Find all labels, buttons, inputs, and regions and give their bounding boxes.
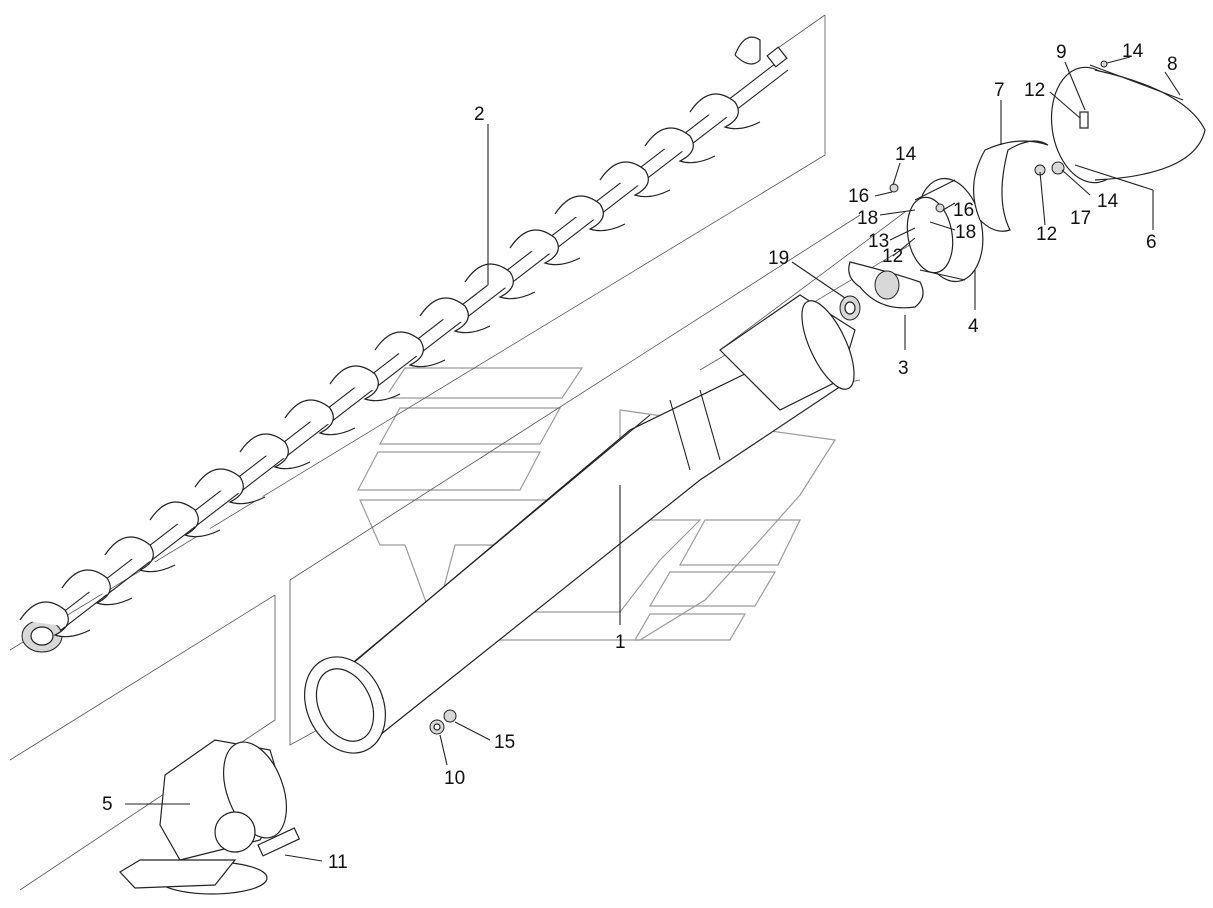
callout-3: 3 <box>898 358 909 379</box>
callout-labels: 1 2 3 4 5 6 7 8 9 10 11 12 12 12 13 14 1… <box>102 41 1178 873</box>
callout-1: 1 <box>615 632 626 653</box>
callout-18-left: 18 <box>857 208 878 229</box>
callout-14-right: 14 <box>1097 191 1119 212</box>
callout-10: 10 <box>444 768 465 789</box>
callout-6: 6 <box>1146 232 1157 253</box>
callout-19: 19 <box>768 248 789 269</box>
callout-12-top: 12 <box>1024 80 1045 101</box>
callout-7: 7 <box>994 80 1005 101</box>
callout-16-left: 16 <box>848 186 869 207</box>
callout-4: 4 <box>968 316 979 337</box>
callout-12-mid: 12 <box>882 246 903 267</box>
callout-13: 13 <box>868 231 889 252</box>
callout-18-right: 18 <box>955 222 976 243</box>
leader-lines <box>125 56 1181 862</box>
end-cover <box>1050 64 1206 184</box>
callout-14-top: 14 <box>1122 41 1144 62</box>
fasteners <box>429 60 1108 735</box>
clamp-band <box>972 140 1049 232</box>
auger-tube <box>303 294 856 754</box>
callout-11: 11 <box>328 852 348 873</box>
callout-12-right: 12 <box>1036 224 1057 245</box>
callout-2: 2 <box>474 104 485 125</box>
callout-8: 8 <box>1167 54 1178 75</box>
callout-14-mid: 14 <box>895 144 917 165</box>
auger-screw <box>19 36 789 653</box>
callout-15: 15 <box>494 732 515 753</box>
callout-9: 9 <box>1056 42 1067 63</box>
callout-5: 5 <box>102 794 113 815</box>
bearing-flange <box>839 261 924 321</box>
callout-17: 17 <box>1070 208 1091 229</box>
ring-housing <box>906 177 984 283</box>
callout-16-right: 16 <box>953 200 974 221</box>
lower-housing <box>119 739 301 895</box>
